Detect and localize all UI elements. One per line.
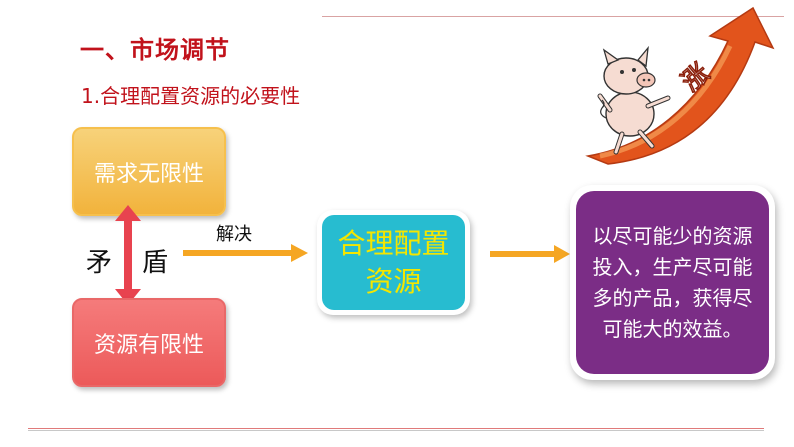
- limited-resources-label: 资源有限性: [93, 332, 204, 358]
- efficiency-result-box: 以尽可能少的资源投入，生产尽可能多的产品，获得尽可能大的效益。: [570, 185, 775, 380]
- rational-allocation-box: 合理配置资源: [317, 210, 470, 315]
- unlimited-demand-box: 需求无限性: [72, 127, 226, 216]
- unlimited-demand-label: 需求无限性: [93, 161, 204, 187]
- subsection-title: 1.合理配置资源的必要性: [81, 84, 301, 108]
- efficiency-result-inner: 以尽可能少的资源投入，生产尽可能多的产品，获得尽可能大的效益。: [576, 191, 769, 374]
- limited-resources-box: 资源有限性: [72, 298, 226, 387]
- efficiency-result-text: 以尽可能少的资源投入，生产尽可能多的产品，获得尽可能大的效益。: [592, 223, 753, 341]
- section-title: 一、市场调节: [80, 36, 230, 64]
- right-arrow-icon-2: [490, 245, 570, 263]
- pig-on-rising-arrow-illustration: 涨: [585, 6, 775, 165]
- top-divider: [322, 16, 784, 17]
- solve-label: 解决: [216, 224, 252, 245]
- bottom-divider: [28, 430, 764, 431]
- bottom-divider-accent: [28, 428, 764, 429]
- double-arrow-icon: [115, 205, 141, 305]
- conflict-char-left: 矛: [86, 248, 113, 278]
- right-arrow-icon: [183, 244, 308, 262]
- rational-allocation-inner: 合理配置资源: [322, 215, 465, 310]
- conflict-char-right: 盾: [142, 248, 169, 278]
- rational-allocation-label: 合理配置资源: [337, 226, 450, 298]
